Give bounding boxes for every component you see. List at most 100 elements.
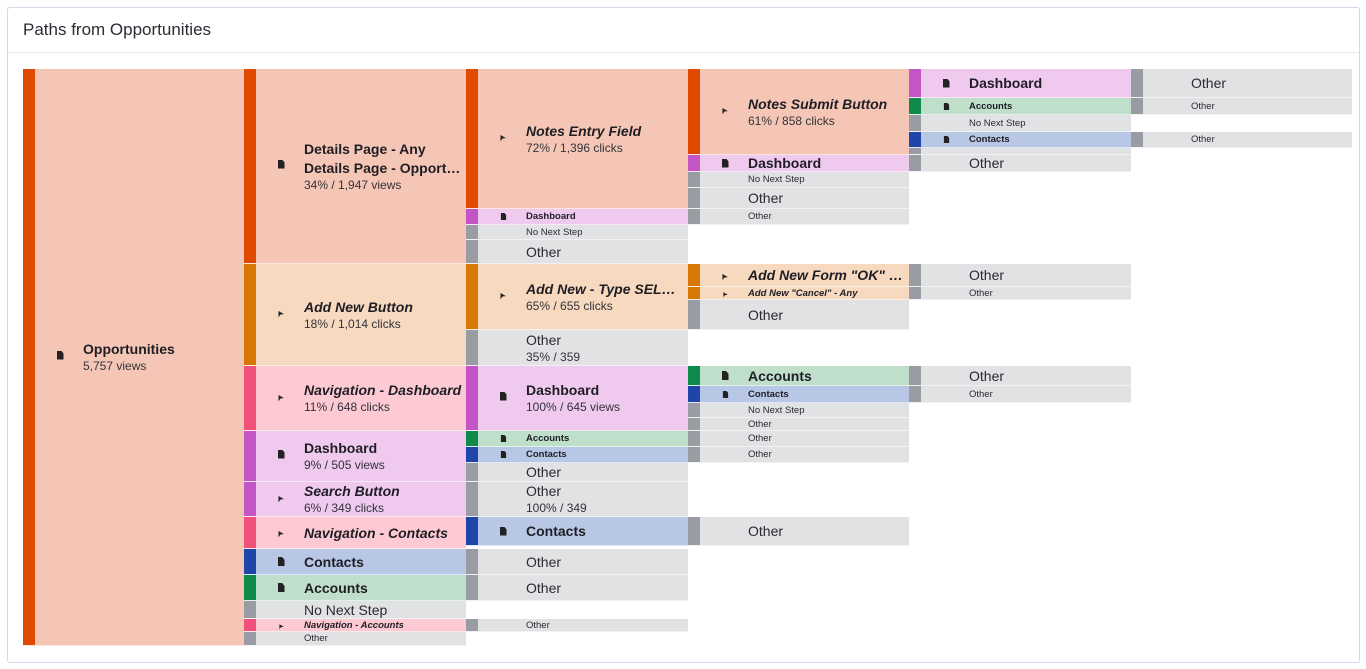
node-text: Contacts [969, 132, 1127, 147]
node-stats: 34% / 1,947 views [304, 177, 402, 192]
path-node-other[interactable]: Other [909, 386, 1131, 403]
node-text: Accounts [748, 366, 905, 385]
path-node-dashboard[interactable]: Dashboard [909, 69, 1131, 98]
node-text: Other [526, 240, 684, 263]
path-node-accounts[interactable]: Accounts [688, 366, 909, 386]
node-label: Other [748, 211, 772, 222]
page-icon [498, 434, 508, 446]
path-node-other[interactable]: Other [688, 447, 909, 463]
node-text: Other [748, 209, 905, 224]
node-label: Other [526, 553, 562, 570]
node-color-bar [466, 69, 478, 208]
path-node-contacts[interactable]: Contacts [688, 386, 909, 403]
path-node-add-new-form-ok-b[interactable]: ➤Add New Form "OK" B... [688, 264, 909, 287]
path-node-no-next-step[interactable]: No Next Step [688, 172, 909, 188]
node-text: Accounts [526, 431, 684, 446]
node-label: Details Page - Any [304, 140, 426, 157]
node-label: ... [969, 148, 977, 154]
path-node-other[interactable]: Other [466, 619, 688, 632]
node-label: No Next Step [969, 117, 1026, 129]
path-node-accounts[interactable]: Accounts [466, 431, 688, 447]
path-node-navigation-contacts[interactable]: ➤Navigation - Contacts [244, 517, 466, 549]
node-text: Add New "Cancel" - Any [748, 287, 905, 299]
path-node-dashboard[interactable]: Dashboard [688, 155, 909, 172]
path-node-other[interactable]: Other [909, 264, 1131, 287]
node-label: No Next Step [748, 174, 805, 185]
path-node-add-new-cancel-any[interactable]: ➤Add New "Cancel" - Any [688, 287, 909, 300]
node-color-bar [23, 69, 35, 645]
page-icon [720, 390, 730, 402]
path-node-contacts[interactable]: Contacts [466, 447, 688, 463]
node-label: Other [526, 619, 550, 631]
node-label: Add New - Type SELECT [526, 280, 684, 297]
node-text: Other [526, 463, 684, 481]
path-node-[interactable]: ... [909, 148, 1131, 155]
path-node-dashboard[interactable]: Dashboard [466, 209, 688, 225]
node-color-bar [688, 431, 700, 446]
path-node-other[interactable]: Other [1131, 132, 1352, 148]
path-node-other[interactable]: Other [466, 240, 688, 264]
node-text: Other [526, 619, 684, 631]
path-node-other[interactable]: Other [466, 575, 688, 601]
node-color-bar [909, 148, 921, 154]
path-node-other[interactable]: Other [688, 517, 909, 546]
node-color-bar [1131, 98, 1143, 114]
path-node-other[interactable]: Other [909, 155, 1131, 172]
node-color-bar [909, 132, 921, 147]
node-color-bar [688, 188, 700, 208]
path-node-contacts[interactable]: Contacts [244, 549, 466, 575]
path-node-other[interactable]: Other [909, 287, 1131, 300]
node-color-bar [909, 366, 921, 385]
path-node-other[interactable]: Other [688, 418, 909, 431]
page-icon [941, 135, 951, 147]
node-color-bar [244, 366, 256, 430]
path-node-accounts[interactable]: Accounts [909, 98, 1131, 115]
node-label: Other [1191, 100, 1215, 112]
node-text: No Next Step [304, 601, 462, 618]
node-label: Dashboard [526, 211, 576, 222]
node-label: No Next Step [304, 601, 388, 618]
node-color-bar [909, 386, 921, 402]
path-node-other[interactable]: Other [244, 632, 466, 646]
node-label: Other [748, 306, 784, 323]
path-node-no-next-step[interactable]: No Next Step [244, 601, 466, 619]
path-node-other[interactable]: Other [466, 463, 688, 482]
node-label-secondary: Details Page - Opportu... [304, 159, 462, 176]
path-node-other[interactable]: Other [466, 549, 688, 575]
path-node-other[interactable]: Other [688, 431, 909, 447]
node-text: Dashboard [748, 155, 905, 171]
node-stats: 9% / 505 views [304, 458, 385, 472]
node-text: Dashboard [969, 69, 1127, 97]
path-node-other[interactable]: Other [688, 209, 909, 225]
path-node-no-next-step[interactable]: No Next Step [688, 403, 909, 418]
path-node-other[interactable]: Other [688, 300, 909, 330]
node-label: Navigation - Accounts [304, 619, 404, 631]
path-node-other[interactable]: Other [909, 366, 1131, 386]
path-node-no-next-step[interactable]: No Next Step [466, 225, 688, 240]
path-node-accounts[interactable]: Accounts [244, 575, 466, 601]
path-node-no-next-step[interactable]: No Next Step [909, 115, 1131, 132]
path-node-other[interactable]: Other [1131, 69, 1352, 98]
path-node-contacts[interactable]: Contacts [466, 517, 688, 546]
path-node-other[interactable]: Other [1131, 98, 1352, 115]
node-color-bar [466, 575, 478, 600]
node-color-bar [466, 264, 478, 329]
path-node-navigation-accounts[interactable]: ➤Navigation - Accounts [244, 619, 466, 632]
path-node-contacts[interactable]: Contacts [909, 132, 1131, 148]
node-text: Other [1191, 132, 1348, 147]
path-node-other[interactable]: Other [688, 188, 909, 209]
node-stats: 18% / 1,014 clicks [304, 316, 401, 331]
